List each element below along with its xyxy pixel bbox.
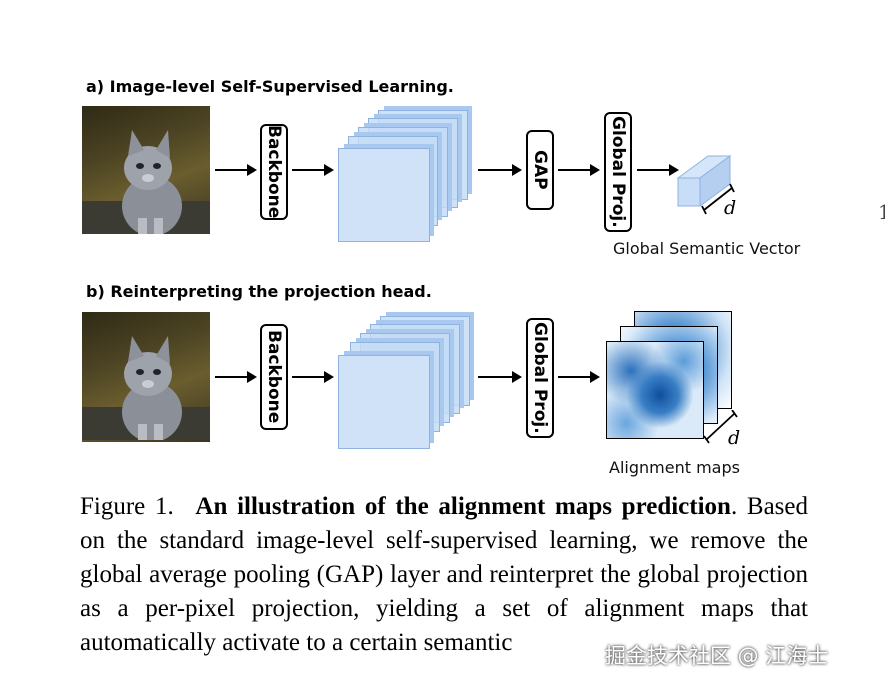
backbone-block-b: Backbone (260, 324, 288, 430)
alignment-maps-label: Alignment maps (609, 458, 740, 477)
arrow-image-to-backbone-b (215, 371, 257, 383)
kitten-photo-b (82, 312, 210, 442)
global-semantic-vector-label: Global Semantic Vector (613, 239, 801, 258)
global-proj-label-b: Global Proj. (530, 322, 550, 434)
backbone-block-a: Backbone (260, 124, 288, 220)
feature-sheet-front (338, 355, 430, 449)
global-semantic-vector-shape (676, 155, 735, 215)
maps-dim-bracket (703, 410, 738, 444)
arrow-gap-to-proj-a (558, 164, 600, 176)
arrow-proj-to-maps-b (558, 371, 600, 383)
global-proj-block-a: Global Proj. (604, 112, 632, 232)
figure-caption-title: An illustration of the alignment maps pr… (195, 493, 731, 520)
alignment-map-front (606, 341, 704, 439)
backbone-label-a: Backbone (264, 125, 284, 219)
backbone-label-b: Backbone (264, 330, 284, 424)
arrow-features-to-proj-b (478, 371, 522, 383)
kitten-illustration (82, 130, 210, 234)
global-proj-label-a: Global Proj. (608, 116, 628, 228)
figure-number: Figure 1. (80, 493, 174, 520)
arrow-image-to-backbone-a (215, 164, 257, 176)
figure-caption: Figure 1. An illustration of the alignme… (80, 490, 808, 660)
maps-dim-label-b: d (728, 427, 741, 449)
watermark: 掘金技术社区 @ 江海士 (605, 644, 829, 668)
panel-a-title: a) Image-level Self-Supervised Learning. (86, 77, 454, 96)
arrow-backbone-to-features-b (292, 371, 334, 383)
feature-sheet-front (338, 148, 430, 242)
arrow-features-to-gap-a (478, 164, 522, 176)
edge-glyph: 1 (878, 200, 885, 224)
gap-block-a: GAP (526, 130, 554, 210)
panel-b-title: b) Reinterpreting the projection head. (86, 282, 432, 301)
figure-caption-body: . Based on the standard image-level self… (80, 493, 808, 656)
kitten-photo-a (82, 106, 210, 234)
kitten-illustration (82, 336, 210, 440)
global-proj-block-b: Global Proj. (526, 318, 554, 438)
arrow-backbone-to-features-a (292, 164, 334, 176)
vector-dim-label-a: d (724, 197, 737, 219)
arrow-proj-to-vector-a (637, 164, 679, 176)
gap-label-a: GAP (530, 150, 550, 190)
